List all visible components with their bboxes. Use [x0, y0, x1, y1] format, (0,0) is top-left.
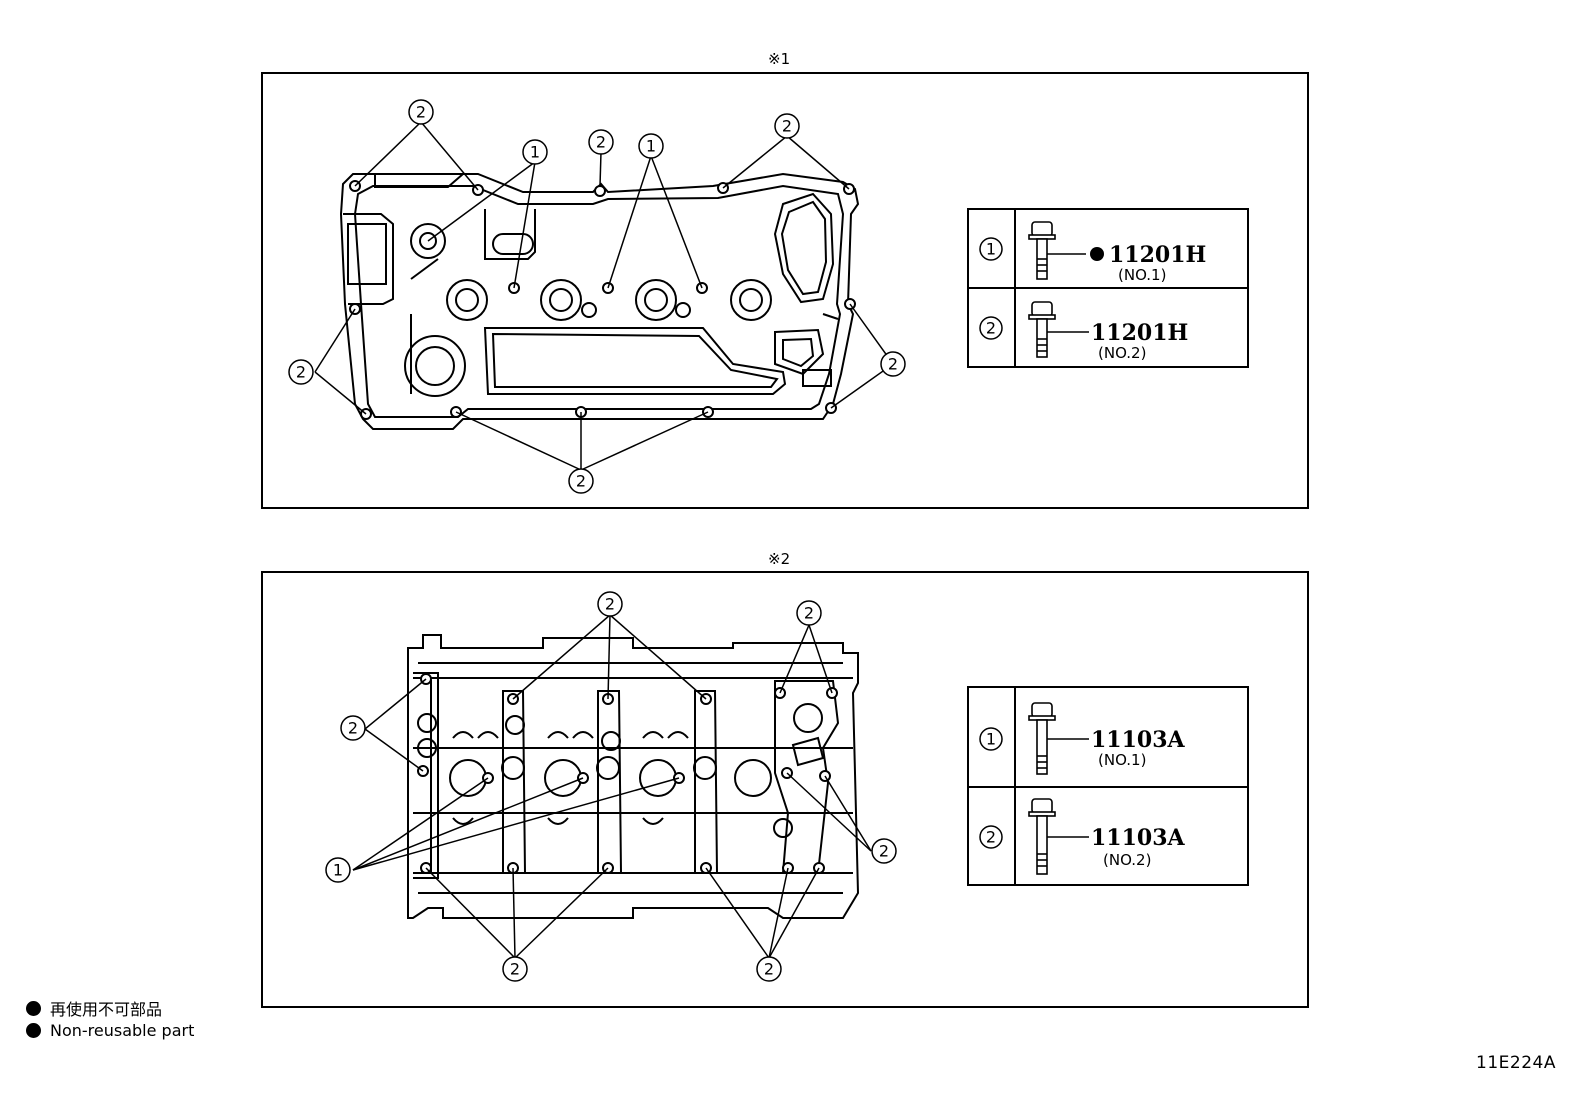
- callout-2: 2: [888, 355, 898, 374]
- panel-bearing-cap: 2 2 2 1 2 2 2 1 2: [261, 571, 1309, 1008]
- table-row-num: 1: [986, 240, 996, 259]
- bolt-sub: (NO.2): [1103, 851, 1151, 869]
- legend-en: Non-reusable part: [26, 1021, 194, 1040]
- bearing-cap-diagram: 2 2 2 1 2 2 2 1 2: [325, 591, 1249, 982]
- table-row-num: 2: [986, 319, 996, 338]
- callout-2: 2: [296, 363, 306, 382]
- table-row-num: 2: [986, 828, 996, 847]
- panel-1-mark: ※1: [768, 50, 791, 68]
- legend-en-text: Non-reusable part: [50, 1021, 195, 1040]
- legend-ja: 再使用不可部品: [26, 996, 162, 1020]
- callout-1: 1: [333, 861, 343, 880]
- bolt-sub: (NO.1): [1098, 751, 1146, 769]
- bolt-code: 11201H: [1109, 242, 1206, 268]
- bolt-table-2: 1 2 11103A (NO.1): [967, 686, 1249, 886]
- bolt-code: 11103A: [1091, 727, 1186, 753]
- bolt-icon: [1028, 798, 1089, 875]
- callout-1: 1: [646, 137, 656, 156]
- bolt-icon: [1028, 221, 1086, 280]
- bolt-icon: [1028, 301, 1089, 358]
- legend-ja-text: 再使用不可部品: [50, 1000, 163, 1019]
- callout-2: 2: [596, 133, 606, 152]
- bolt-code: 11201H: [1091, 320, 1188, 346]
- callout-2: 2: [576, 472, 586, 491]
- bolt-sub: (NO.1): [1118, 266, 1166, 284]
- figure-code: 11E224A: [1476, 1053, 1556, 1073]
- callout-2: 2: [879, 842, 889, 861]
- bolt-sub: (NO.2): [1098, 344, 1146, 362]
- callout-2: 2: [348, 719, 358, 738]
- callout-2: 2: [764, 960, 774, 979]
- callout-2: 2: [605, 595, 615, 614]
- callout-2: 2: [416, 103, 426, 122]
- bolt-table-1: 1 2 11201H (NO.1): [967, 208, 1249, 368]
- bolt-code: 11103A: [1091, 825, 1186, 851]
- non-reusable-dot: [1090, 247, 1104, 261]
- cam-housing-diagram: 2 2 2 1 1 2 2 2 1 2: [288, 99, 1249, 494]
- callout-1: 1: [530, 143, 540, 162]
- panel-2-mark: ※2: [768, 550, 791, 568]
- non-reusable-dot-icon: [26, 1000, 41, 1016]
- bolt-icon: [1028, 702, 1089, 775]
- callout-2: 2: [804, 604, 814, 623]
- callout-2: 2: [782, 117, 792, 136]
- non-reusable-dot-icon: [26, 1023, 41, 1038]
- table-row-num: 1: [986, 730, 996, 749]
- panel-cam-housing: 2 2 2 1 1 2 2 2 1 2: [261, 72, 1309, 509]
- callout-2: 2: [510, 960, 520, 979]
